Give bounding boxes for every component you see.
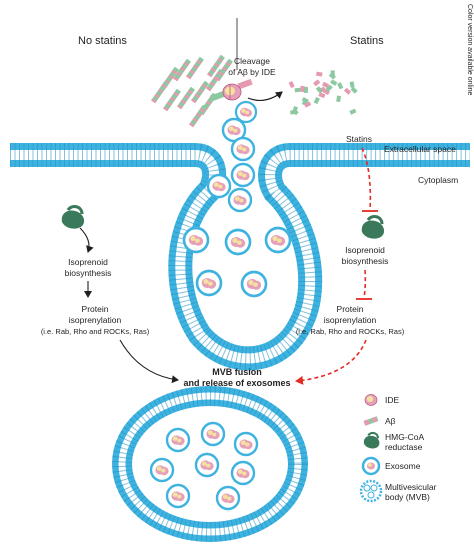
mvb-exosome bbox=[227, 187, 253, 213]
right-protein-line3: (i.e. Rab, Rho and ROCKs, Ras) bbox=[296, 327, 405, 336]
abeta-fibril bbox=[151, 80, 169, 104]
abeta-fragment bbox=[316, 71, 323, 77]
membrane-lipid-heads bbox=[10, 143, 470, 371]
abeta-fibril bbox=[215, 58, 233, 82]
left-isoprenoid-line1: Isoprenoid bbox=[68, 257, 108, 267]
ide-cleaving-abeta bbox=[209, 78, 253, 102]
abeta-fragment bbox=[313, 97, 320, 105]
mvb-exosomes bbox=[182, 136, 292, 298]
legend-hmg-coa-reductase-icon bbox=[363, 431, 380, 449]
legend-mvb-label-line1: Multivesicular bbox=[385, 482, 437, 492]
mvb-inner-exosome bbox=[230, 460, 256, 486]
heading-no-statins: No statins bbox=[78, 35, 127, 47]
mvb-lipid-heads bbox=[112, 386, 308, 542]
mvb-fusion-line2: and release of exosomes bbox=[183, 378, 290, 388]
abeta-fibril bbox=[191, 80, 209, 104]
mvb-exosome bbox=[195, 269, 223, 297]
mvb-exosome bbox=[240, 270, 268, 298]
abeta-fragment bbox=[318, 92, 326, 99]
mvb-exosome bbox=[230, 162, 256, 188]
cleavage-label-line2: of Aβ by IDE bbox=[228, 67, 276, 77]
abeta-fragment bbox=[301, 97, 309, 104]
abeta-fibril bbox=[189, 104, 207, 128]
extracellular-label: Extracellular space bbox=[384, 144, 456, 154]
mvb-inner-exosome bbox=[165, 483, 191, 509]
legend-mvb-label-line2: body (MVB) bbox=[385, 492, 430, 502]
legend-abeta-icon bbox=[363, 416, 379, 426]
mvb-inner-exosome bbox=[233, 431, 259, 457]
legend-hmg-label-line2: reductase bbox=[385, 442, 423, 452]
abeta-fibril-cluster-left bbox=[151, 54, 233, 128]
cleavage-label-line1: Cleavage bbox=[234, 56, 270, 66]
abeta-fibril bbox=[207, 54, 225, 78]
right-red-arrow-to-mvb bbox=[295, 339, 367, 385]
mvb-exosome bbox=[206, 173, 232, 199]
abeta-fragment bbox=[304, 101, 312, 108]
abeta-fragment bbox=[303, 86, 308, 93]
right-protein-line2: isoprenylation bbox=[324, 315, 377, 325]
abeta-fragment bbox=[315, 86, 323, 94]
abeta-fragment bbox=[288, 81, 295, 89]
mvb-inner-exosome bbox=[200, 421, 226, 447]
mvb-exosome bbox=[230, 136, 256, 162]
statins-label: Statins bbox=[346, 134, 372, 144]
legend-mvb-icon bbox=[359, 479, 383, 503]
legend-exosome-icon bbox=[361, 456, 381, 476]
abeta-fragment bbox=[337, 82, 344, 90]
left-protein-line2: isoprenylation bbox=[69, 315, 122, 325]
cytoplasm-label: Cytoplasm bbox=[418, 175, 458, 185]
right-isoprenoid-line2: biosynthesis bbox=[342, 256, 389, 266]
mvb-inner-exosome bbox=[215, 485, 241, 511]
exosome-released bbox=[221, 100, 258, 143]
statins-inhibition-line bbox=[361, 147, 372, 211]
legend-hmg-label-line1: HMG-CoA bbox=[385, 432, 425, 442]
abeta-fragment bbox=[291, 108, 299, 116]
heading-statins: Statins bbox=[350, 35, 384, 47]
hmg-coa-reductase-icon-left bbox=[61, 205, 85, 229]
right-isoprenoid-line1: Isoprenoid bbox=[345, 245, 385, 255]
cleavage-arrow bbox=[247, 91, 283, 102]
abeta-fragment bbox=[349, 108, 357, 115]
abeta-fragment bbox=[299, 85, 305, 93]
abeta-fragment bbox=[350, 86, 358, 94]
abeta-fragment bbox=[328, 72, 336, 80]
abeta-fragment-cluster-right bbox=[288, 70, 358, 116]
left-arrow-hmg-to-isoprenoid bbox=[79, 227, 94, 253]
side-note: Color version available online bbox=[466, 4, 473, 96]
abeta-fibril bbox=[186, 56, 204, 80]
legend: IDE Aβ HMG-CoA reductase Exosome Multive… bbox=[359, 394, 437, 503]
abeta-fibril bbox=[173, 58, 191, 82]
abeta-fibril bbox=[177, 86, 195, 110]
abeta-fragment bbox=[330, 79, 338, 86]
left-protein-line3: (i.e. Rab, Rho and ROCKs, Ras) bbox=[41, 327, 150, 336]
mvb-exosome bbox=[224, 228, 252, 256]
abeta-fragment bbox=[313, 79, 321, 87]
abeta-fragment bbox=[294, 87, 302, 93]
mvb-exosome bbox=[264, 226, 292, 254]
right-arrow-isoprenoid-to-protein bbox=[363, 269, 367, 299]
abeta-fragment bbox=[343, 87, 352, 95]
hmg-coa-reductase-icon-right bbox=[361, 215, 385, 239]
left-isoprenoid-line2: biosynthesis bbox=[65, 268, 112, 278]
legend-ide-label: IDE bbox=[385, 395, 400, 405]
mvb-exosome bbox=[182, 226, 210, 254]
abeta-fragment bbox=[325, 84, 333, 92]
abeta-fibril bbox=[163, 88, 181, 112]
abeta-fragment bbox=[349, 81, 355, 88]
abeta-fragment bbox=[322, 81, 330, 89]
mvb-inner-exosome bbox=[149, 457, 175, 483]
left-protein-line1: Protein bbox=[82, 304, 109, 314]
left-arrow-to-mvb bbox=[119, 339, 179, 384]
exosome-released-upper bbox=[234, 100, 258, 124]
mvb-inner-exosome bbox=[165, 427, 191, 453]
mvb-fusion-line1: MVB fusion bbox=[212, 367, 262, 377]
legend-exosome-label: Exosome bbox=[385, 461, 421, 471]
right-protein-line1: Protein bbox=[337, 304, 364, 314]
multivesicular-body bbox=[112, 386, 308, 542]
abeta-fragment bbox=[336, 95, 342, 103]
legend-ide-icon bbox=[364, 394, 378, 406]
legend-abeta-label: Aβ bbox=[385, 416, 396, 426]
mvb-inner-exosome bbox=[194, 452, 220, 478]
